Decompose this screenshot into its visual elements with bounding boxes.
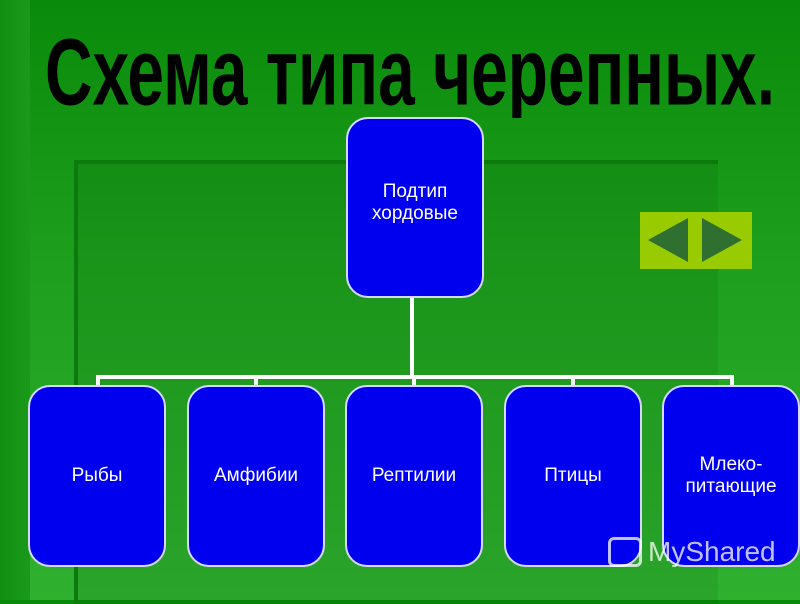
connector-leaf-5 [730,375,734,385]
previous-arrow-icon[interactable] [648,218,688,262]
slide-title-text: Схема типа черепных. [45,19,775,118]
node-root-label: Подтип хордовые [372,181,458,224]
connector-leaf-1 [96,375,100,385]
node-birds-label: Птицы [544,465,602,486]
node-amphibians-label: Амфибии [213,465,299,486]
node-root: Подтип хордовые [346,117,484,298]
node-birds: Птицы [504,385,642,567]
watermark: MyShared [608,536,776,568]
next-arrow-icon[interactable] [702,218,742,262]
node-reptiles: Рептилии [345,385,483,567]
node-mammals: Млеко-питающие [662,385,800,567]
node-fish: Рыбы [28,385,166,567]
connector-root-down [410,298,414,375]
background-stripe [0,0,30,600]
node-fish-label: Рыбы [71,465,123,486]
slide-title: Схема типа черепных. [30,8,790,126]
slide-navigation [640,212,752,269]
connector-leaf-3 [412,375,416,385]
presentation-icon [608,537,642,567]
watermark-text: MyShared [648,536,776,567]
connector-leaf-2 [254,375,258,385]
connector-leaf-4 [571,375,575,385]
node-amphibians: Амфибии [187,385,325,567]
node-mammals-label: Млеко-питающие [685,454,777,497]
node-reptiles-label: Рептилии [371,465,457,486]
